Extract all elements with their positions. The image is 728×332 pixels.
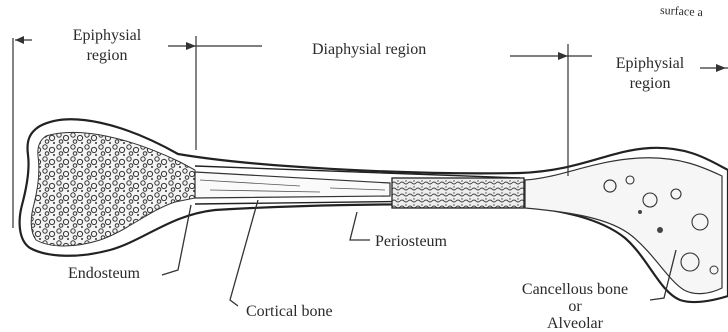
cancellous-line2: or	[500, 299, 650, 315]
epiphysial-right-line1: Epiphysial	[600, 56, 700, 72]
cancellous-line3: Alveolar	[500, 316, 650, 332]
cortical-bone-label: Cortical bone	[246, 304, 333, 320]
periosteum-label: Periosteum	[375, 234, 447, 250]
cancellous-line1: Cancellous bone	[500, 282, 650, 298]
cancellous-bone-label: Cancellous bone or Alveolar	[500, 282, 650, 332]
periosteum-segment	[392, 178, 524, 208]
cut-off-text: surface a	[660, 4, 704, 18]
epiphysial-right-label: Epiphysial region	[600, 56, 700, 92]
endosteum-label: Endosteum	[68, 266, 140, 282]
epiphysial-left-line2: region	[57, 48, 157, 64]
epiphysial-left-line1: Epiphysial	[57, 28, 157, 44]
epiphysial-left-label: Epiphysial region	[57, 28, 157, 64]
epiphysial-right-line2: region	[600, 76, 700, 92]
diaphysial-label: Diaphysial region	[312, 42, 426, 58]
